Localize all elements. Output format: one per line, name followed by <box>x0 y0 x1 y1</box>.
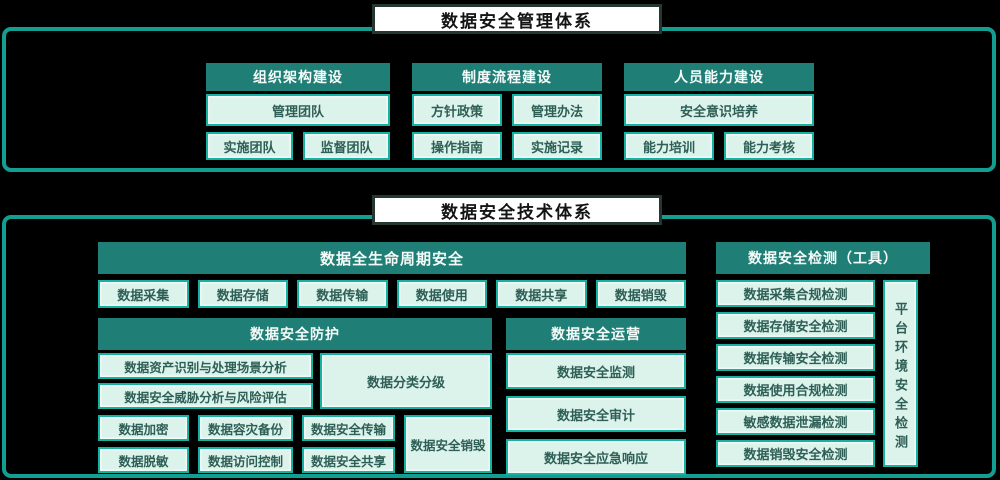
security-audit-box: 数据安全审计 <box>506 396 686 432</box>
policy-box: 方针政策 <box>412 94 502 126</box>
protection-operations-row: 数据安全防护 数据资产识别与处理场景分析 数据安全威胁分析与风险评估 数据分类分… <box>98 318 686 475</box>
management-team-box: 管理团队 <box>206 94 390 126</box>
detection-section: 数据安全检测（工具） 数据采集合规检测 数据存储安全检测 数据传输安全检测 数据… <box>716 242 930 467</box>
disaster-recovery-backup-box: 数据容灾备份 <box>198 415 293 441</box>
data-collection-box: 数据采集 <box>98 280 189 308</box>
management-groups-row: 组织架构建设 管理团队 实施团队 监督团队 制度流程建设 方针政策 管理办法 操… <box>206 63 992 160</box>
implementation-team-box: 实施团队 <box>206 132 293 160</box>
protection-section: 数据安全防护 数据资产识别与处理场景分析 数据安全威胁分析与风险评估 数据分类分… <box>98 318 492 475</box>
protection-header: 数据安全防护 <box>98 318 492 350</box>
sensitive-data-leak-detection-box: 敏感数据泄漏检测 <box>716 408 875 435</box>
management-measures-box: 管理办法 <box>512 94 602 126</box>
transmission-security-detection-box: 数据传输安全检测 <box>716 344 875 371</box>
management-system-panel: 组织架构建设 管理团队 实施团队 监督团队 制度流程建设 方针政策 管理办法 操… <box>2 27 996 172</box>
data-transmission-box: 数据传输 <box>297 280 388 308</box>
process-system-header: 制度流程建设 <box>412 63 602 91</box>
emergency-response-box: 数据安全应急响应 <box>506 439 686 475</box>
technical-left-area: 数据全生命周期安全 数据采集 数据存储 数据传输 数据使用 数据共享 数据销毁 … <box>98 242 686 475</box>
security-awareness-box: 安全意识培养 <box>624 94 814 126</box>
platform-environment-security-detection-box: 平台环境安全检测 <box>883 280 918 467</box>
secure-transmission-box: 数据安全传输 <box>302 415 395 441</box>
group-process-system: 制度流程建设 方针政策 管理办法 操作指南 实施记录 <box>412 63 602 160</box>
technical-columns: 数据全生命周期安全 数据采集 数据存储 数据传输 数据使用 数据共享 数据销毁 … <box>98 242 992 475</box>
group-people-capability: 人员能力建设 安全意识培养 能力培训 能力考核 <box>624 63 814 160</box>
usage-compliance-detection-box: 数据使用合规检测 <box>716 376 875 403</box>
collection-compliance-detection-box: 数据采集合规检测 <box>716 280 875 307</box>
capability-assessment-box: 能力考核 <box>724 132 814 160</box>
operations-header: 数据安全运营 <box>506 318 686 350</box>
data-destruction-box: 数据销毁 <box>595 280 686 308</box>
data-storage-box: 数据存储 <box>197 280 288 308</box>
secure-sharing-box: 数据安全共享 <box>302 447 395 473</box>
detection-row: 数据采集合规检测 数据存储安全检测 数据传输安全检测 数据使用合规检测 敏感数据… <box>716 280 930 467</box>
protection-grid: 数据加密 数据容灾备份 数据安全传输 数据安全销毁 数据脱敏 数据访问控制 数据… <box>98 415 492 473</box>
data-masking-box: 数据脱敏 <box>98 447 189 473</box>
implementation-record-box: 实施记录 <box>512 132 602 160</box>
org-structure-row: 实施团队 监督团队 <box>206 132 390 160</box>
supervision-team-box: 监督团队 <box>303 132 390 160</box>
analysis-column: 数据资产识别与处理场景分析 数据安全威胁分析与风险评估 <box>98 353 313 409</box>
process-row-2: 操作指南 实施记录 <box>412 132 602 160</box>
data-classification-box: 数据分类分级 <box>320 353 492 409</box>
technical-system-title: 数据安全技术体系 <box>372 195 662 225</box>
data-sharing-box: 数据共享 <box>496 280 587 308</box>
lifecycle-header: 数据全生命周期安全 <box>98 242 686 274</box>
data-usage-box: 数据使用 <box>396 280 487 308</box>
group-org-structure: 组织架构建设 管理团队 实施团队 监督团队 <box>206 63 390 160</box>
operations-section: 数据安全运营 数据安全监测 数据安全审计 数据安全应急响应 <box>506 318 686 475</box>
detection-tools-header: 数据安全检测（工具） <box>716 242 930 274</box>
people-capability-header: 人员能力建设 <box>624 63 814 91</box>
asset-identification-box: 数据资产识别与处理场景分析 <box>98 353 313 379</box>
people-capability-row: 能力培训 能力考核 <box>624 132 814 160</box>
threat-risk-assessment-box: 数据安全威胁分析与风险评估 <box>98 383 313 409</box>
security-monitoring-box: 数据安全监测 <box>506 353 686 389</box>
protection-analysis-row: 数据资产识别与处理场景分析 数据安全威胁分析与风险评估 数据分类分级 <box>98 353 492 409</box>
capability-training-box: 能力培训 <box>624 132 714 160</box>
detection-column: 数据采集合规检测 数据存储安全检测 数据传输安全检测 数据使用合规检测 敏感数据… <box>716 280 875 467</box>
management-system-title: 数据安全管理体系 <box>372 4 662 34</box>
operation-guide-box: 操作指南 <box>412 132 502 160</box>
storage-security-detection-box: 数据存储安全检测 <box>716 312 875 339</box>
data-encryption-box: 数据加密 <box>98 415 189 441</box>
process-row-1: 方针政策 管理办法 <box>412 94 602 126</box>
destruction-security-detection-box: 数据销毁安全检测 <box>716 440 875 467</box>
access-control-box: 数据访问控制 <box>198 447 293 473</box>
org-structure-header: 组织架构建设 <box>206 63 390 91</box>
technical-system-panel: 数据全生命周期安全 数据采集 数据存储 数据传输 数据使用 数据共享 数据销毁 … <box>2 215 996 478</box>
lifecycle-row: 数据采集 数据存储 数据传输 数据使用 数据共享 数据销毁 <box>98 280 686 308</box>
secure-destruction-box: 数据安全销毁 <box>404 415 492 473</box>
